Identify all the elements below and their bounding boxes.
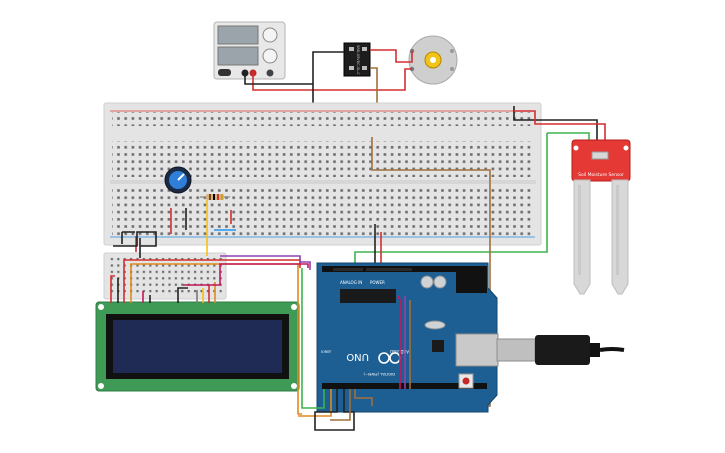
psu-display-bottom (217, 46, 259, 66)
potentiometer (164, 166, 192, 194)
soil-moisture-sensor: Soil Moisture Sensor (571, 139, 631, 295)
psu-terminal-ground (266, 69, 274, 77)
lcd-display (95, 301, 300, 392)
breadboard-main (103, 102, 542, 246)
resistor (200, 194, 230, 200)
dc-jack (456, 266, 487, 293)
usb-cable (496, 335, 625, 365)
usb-port (455, 333, 499, 367)
psu-knob-top (262, 27, 278, 43)
uno-text: UNO (346, 351, 369, 362)
lcd-screen (113, 320, 282, 373)
dc-motor (408, 35, 458, 85)
power-label: POWER (370, 280, 385, 285)
psu-switch (218, 69, 231, 76)
ioref-label: IOREF (321, 350, 331, 354)
sensor-label: Soil Moisture Sensor (578, 172, 624, 178)
svg-text:SRD-05VDC-SL-C: SRD-05VDC-SL-C (356, 45, 360, 75)
wires-arduino (298, 268, 411, 431)
relay: SRD-05VDC-SL-C (343, 42, 371, 77)
analog-label: ANALOG IN (340, 280, 362, 285)
psu-display-top (217, 25, 259, 45)
power-supply (213, 21, 286, 80)
wires-lcd (110, 255, 311, 415)
psu-knob-bottom (262, 48, 278, 64)
digital-label: DIGITAL (PWM~) (363, 372, 395, 377)
arduino-uno: ANALOG IN POWER UNO ARDUINO IOREF DIGITA… (316, 262, 499, 413)
atmega-chip (340, 289, 396, 303)
